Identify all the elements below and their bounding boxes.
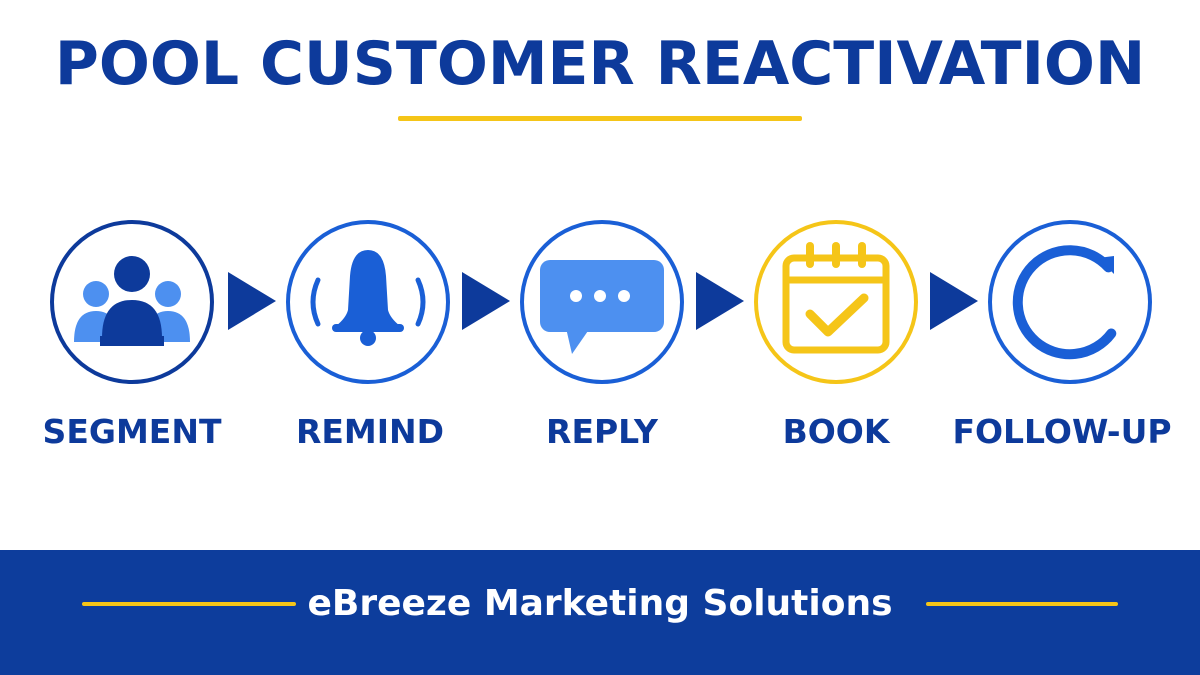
chat-bubble-icon xyxy=(520,220,684,384)
bell-icon xyxy=(286,220,450,384)
step-label-book: BOOK xyxy=(782,412,890,451)
step-segment-circle xyxy=(48,218,216,386)
footer-brand-text: eBreeze Marketing Solutions xyxy=(307,583,893,624)
title-underline xyxy=(398,116,802,121)
footer-line-right xyxy=(926,602,1118,606)
step-book-circle xyxy=(752,218,920,386)
arrow-1 xyxy=(228,272,276,330)
arrow-2 xyxy=(462,272,510,330)
arrow-3 xyxy=(696,272,744,330)
step-label-remind: REMIND xyxy=(295,412,445,451)
step-label-segment: SEGMENT xyxy=(42,412,222,451)
people-group-icon xyxy=(50,220,214,384)
footer-banner xyxy=(0,550,1200,675)
step-label-follow-up: FOLLOW-UP xyxy=(952,412,1172,451)
arrow-4 xyxy=(930,272,978,330)
step-remind-circle xyxy=(284,218,452,386)
page-title: POOL CUSTOMER REACTIVATION xyxy=(54,29,1146,99)
step-follow-up-circle xyxy=(986,218,1154,386)
step-reply-circle xyxy=(518,218,686,386)
step-label-reply: REPLY xyxy=(546,412,658,451)
calendar-check-icon xyxy=(754,220,918,384)
refresh-arc-icon xyxy=(988,220,1152,384)
footer-line-left xyxy=(82,602,296,606)
